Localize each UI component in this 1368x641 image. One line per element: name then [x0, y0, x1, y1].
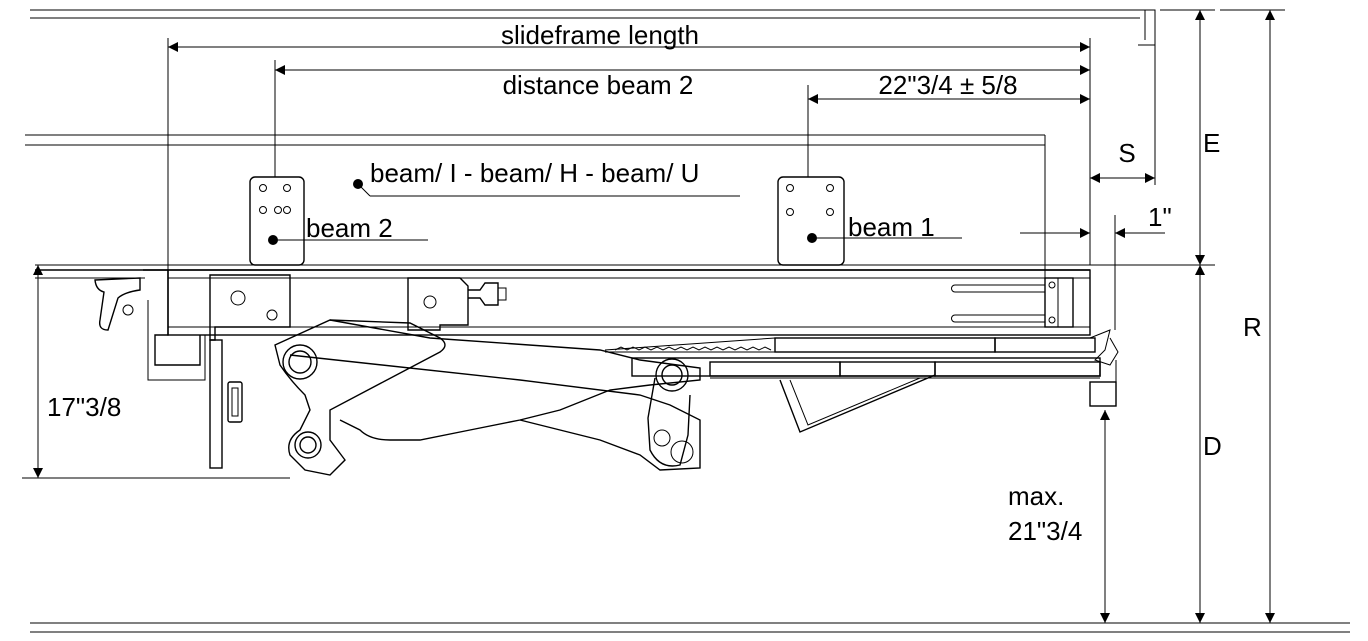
dim-s — [1090, 45, 1156, 185]
beam-1-distance-label: 22"3/4 ± 5/8 — [878, 70, 1017, 100]
dim-slideframe-length — [167, 38, 1091, 270]
dim-s-label: S — [1118, 138, 1135, 168]
slideframe-length-label: slideframe length — [501, 20, 699, 50]
dim-r — [1220, 9, 1285, 623]
hinge-bracket — [407, 277, 507, 331]
left-hook — [94, 269, 206, 381]
max-line2-label: 21"3/4 — [1008, 516, 1082, 546]
mounting-plate-beam-2 — [249, 176, 305, 266]
dim-17-3-8 — [22, 265, 290, 479]
beam-types-label: beam/ I - beam/ H - beam/ U — [370, 158, 699, 188]
beam-type-callout — [353, 179, 740, 197]
dim-e-label: E — [1203, 128, 1220, 158]
dim-beam-1-distance — [807, 85, 1090, 177]
body-top-lines — [30, 9, 1156, 46]
dim-d-label: D — [1203, 431, 1222, 461]
dim-r-label: R — [1243, 312, 1262, 342]
mounting-plate-beam-1 — [777, 176, 845, 266]
platform-sections — [604, 329, 1119, 433]
beam-1-label: beam 1 — [848, 212, 935, 242]
dim-one-inch — [1020, 215, 1165, 330]
main-mount-plate — [209, 274, 291, 469]
dim-one-inch-label: 1" — [1148, 202, 1172, 232]
dim-distance-beam-2 — [274, 60, 1090, 177]
dim-e — [1090, 9, 1215, 266]
lift-arms — [274, 319, 701, 476]
ground-lines — [30, 622, 1350, 633]
beam-2-label: beam 2 — [306, 213, 393, 243]
height-17-label: 17"3/8 — [47, 392, 121, 422]
max-line1-label: max. — [1008, 481, 1064, 511]
chassis-beam — [25, 134, 1046, 280]
slideframe — [35, 264, 1091, 336]
distance-beam-2-label: distance beam 2 — [503, 70, 694, 100]
